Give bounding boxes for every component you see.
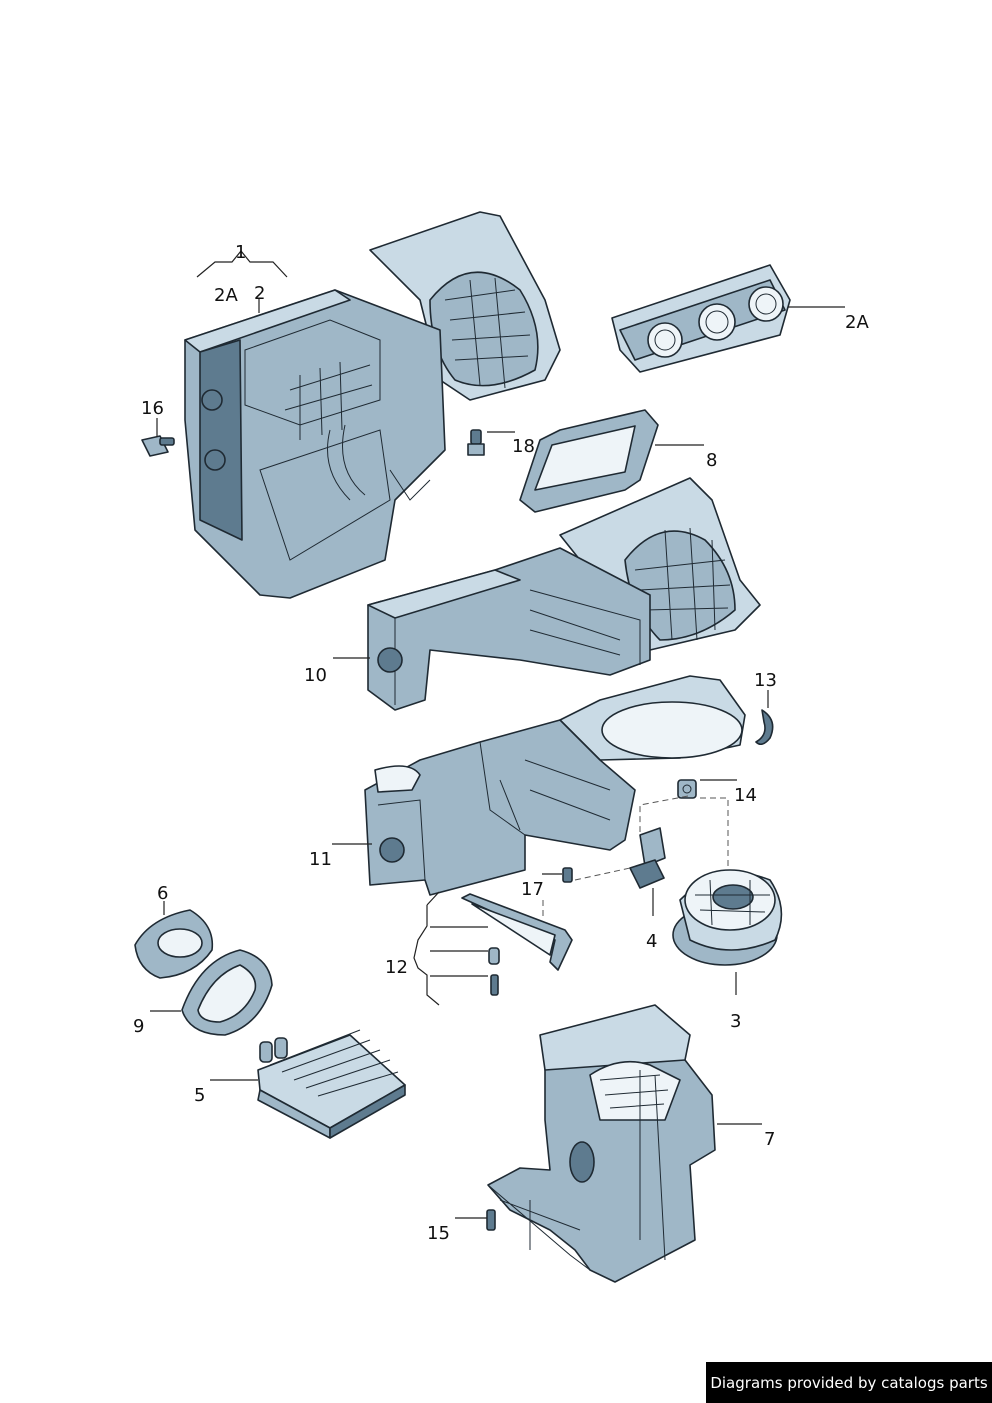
callout-15: 15 bbox=[427, 1223, 450, 1244]
callout-labels: 1 2A 2 16 18 2A 8 10 13 14 11 17 4 3 6 1… bbox=[133, 242, 869, 1244]
callout-9: 9 bbox=[133, 1016, 144, 1037]
gasket-14 bbox=[677, 779, 697, 799]
clip-13 bbox=[755, 709, 774, 746]
callout-2: 2 bbox=[254, 283, 265, 304]
callout-2a-right: 2A bbox=[845, 312, 869, 333]
seal-gasket bbox=[519, 409, 659, 513]
callout-2a-left: 2A bbox=[214, 285, 238, 306]
air-distribution-housing bbox=[367, 477, 761, 711]
callout-5: 5 bbox=[194, 1085, 205, 1106]
credit-banner: Diagrams provided by catalogs parts bbox=[706, 1362, 992, 1403]
screw-15 bbox=[486, 1209, 496, 1231]
screw-17 bbox=[562, 867, 573, 883]
callout-16: 16 bbox=[141, 398, 164, 419]
callout-13: 13 bbox=[754, 670, 777, 691]
fresh-air-blower bbox=[672, 869, 783, 966]
climate-control-panel bbox=[611, 264, 791, 373]
callout-4: 4 bbox=[646, 931, 657, 952]
callout-7: 7 bbox=[764, 1129, 775, 1150]
screw-18 bbox=[467, 429, 485, 456]
callout-3: 3 bbox=[730, 1011, 741, 1032]
callout-6: 6 bbox=[157, 883, 168, 904]
leader-lines bbox=[150, 250, 845, 1219]
callout-18: 18 bbox=[512, 436, 535, 457]
callout-12: 12 bbox=[385, 957, 408, 978]
callout-10: 10 bbox=[304, 665, 327, 686]
cover-plate-12 bbox=[461, 893, 573, 996]
heater-housing-7 bbox=[487, 1004, 716, 1283]
seal-9 bbox=[181, 949, 273, 1036]
flange-6 bbox=[134, 909, 214, 979]
callout-14: 14 bbox=[734, 785, 757, 806]
bolt-16 bbox=[141, 435, 175, 457]
callout-1: 1 bbox=[235, 242, 246, 263]
callout-8: 8 bbox=[706, 450, 717, 471]
series-resistor bbox=[629, 827, 666, 889]
callout-17: 17 bbox=[521, 879, 544, 900]
heat-exchanger bbox=[257, 1029, 406, 1139]
heater-unit-assembly bbox=[184, 211, 561, 599]
housing-lower-part bbox=[364, 675, 746, 896]
callout-11: 11 bbox=[309, 849, 332, 870]
